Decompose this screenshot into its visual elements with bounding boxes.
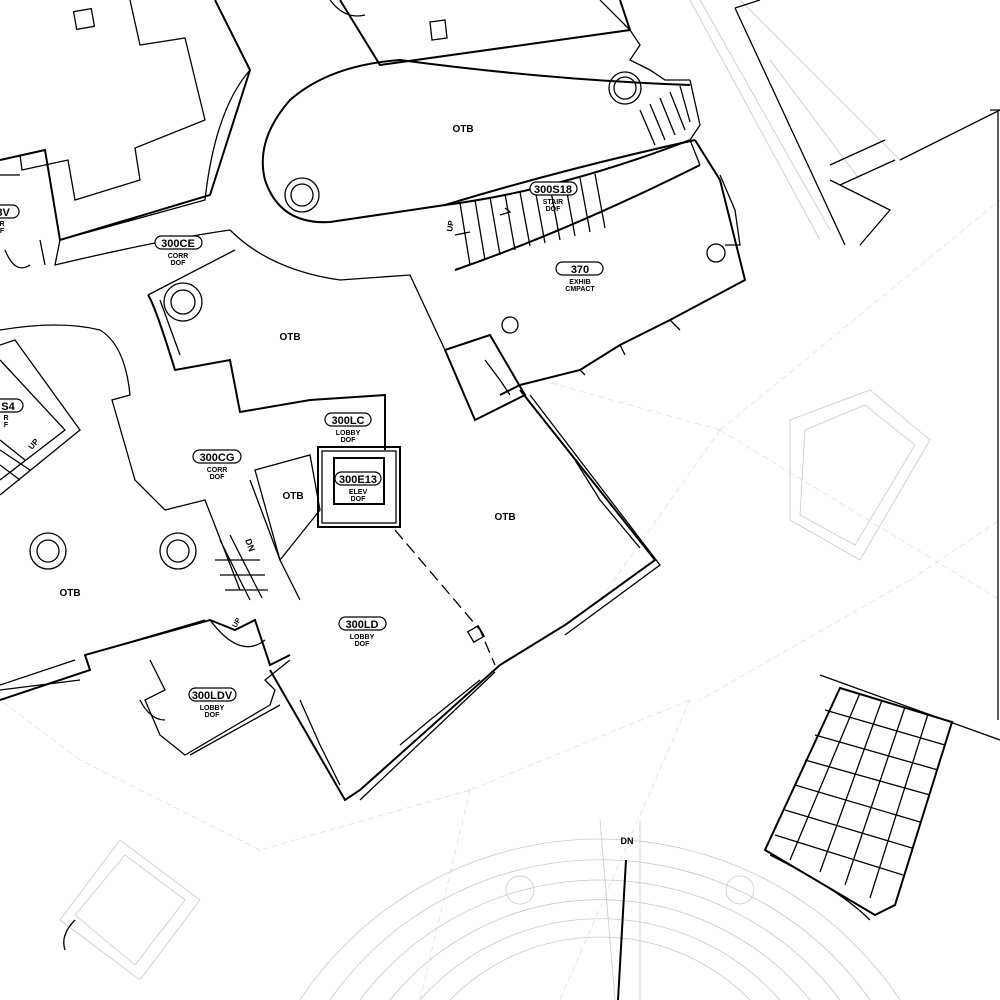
svg-text:370: 370: [571, 264, 589, 276]
svg-text:300S18: 300S18: [534, 184, 572, 196]
svg-text:DOF: DOF: [341, 437, 357, 444]
dn-label-side: DN: [243, 537, 257, 553]
svg-text:CORR: CORR: [207, 467, 228, 474]
otb-label: OTB: [452, 124, 473, 135]
dn-label-main: DN: [621, 836, 634, 846]
svg-text:LOBBY: LOBBY: [200, 705, 225, 712]
room-tag-300ldv[interactable]: 300LDV LOBBY DOF: [188, 687, 237, 719]
svg-text:CORR: CORR: [168, 253, 189, 260]
svg-text:LOBBY: LOBBY: [350, 634, 375, 641]
svg-text:DOF: DOF: [205, 712, 221, 719]
room-tag-300ld[interactable]: 300LD LOBBY DOF: [338, 616, 387, 648]
svg-text:300LC: 300LC: [331, 415, 364, 427]
svg-text:DOF: DOF: [546, 206, 562, 213]
svg-text:300LDV: 300LDV: [192, 690, 233, 702]
otb-oval-edge: [261, 58, 696, 224]
svg-text:STAIR: STAIR: [543, 199, 563, 206]
svg-text:300E13: 300E13: [339, 474, 377, 486]
stair-300s18: [444, 79, 701, 271]
svg-text:ELEV: ELEV: [349, 489, 368, 496]
elevator-300e13: [317, 446, 401, 528]
otb-label: OTB: [282, 491, 303, 502]
room-tag-300s18[interactable]: 300S18 STAIR DOF: [529, 181, 578, 213]
wall-north: [339, 0, 632, 67]
svg-text:300CG: 300CG: [200, 452, 235, 464]
svg-text:R: R: [3, 415, 8, 422]
svg-text:F: F: [4, 422, 9, 429]
up-label-stair: UP: [445, 219, 456, 232]
otb-label: OTB: [494, 512, 515, 523]
shaft: [443, 333, 527, 422]
svg-text:EXHIB: EXHIB: [569, 279, 590, 286]
otb-label: OTB: [279, 332, 300, 343]
svg-text:DOF: DOF: [171, 260, 187, 267]
svg-text:300LD: 300LD: [345, 619, 378, 631]
wall-northwest: [0, 0, 252, 242]
up-label-lobby: UP: [232, 617, 243, 629]
svg-text:DOF: DOF: [355, 641, 371, 648]
room-tag-s4-partial[interactable]: S4 R F: [0, 398, 24, 429]
exterior-detail: [829, 139, 896, 246]
svg-text:R: R: [0, 221, 5, 228]
room-tag-300e13[interactable]: 300E13 ELEV DOF: [334, 471, 382, 503]
wall-south-lobby: [0, 618, 291, 701]
svg-text:68V: 68V: [0, 207, 10, 219]
exterior-wall-east: [734, 0, 1000, 741]
room-tag-370[interactable]: 370 EXHIB CMPACT: [555, 261, 604, 293]
wall-room-370: [499, 139, 747, 396]
wall-otb-center: [147, 294, 386, 450]
wall-lobby-300ld: [269, 389, 657, 802]
room-tag-300cg[interactable]: 300CG CORR DOF: [192, 449, 242, 481]
room-tag-300lc[interactable]: 300LC LOBBY DOF: [324, 412, 372, 444]
svg-text:DOF: DOF: [351, 496, 367, 503]
skylight-grid: [763, 686, 954, 921]
room-tag-300ce[interactable]: 300CE CORR DOF: [154, 235, 203, 267]
room-tag-68v-partial[interactable]: 68V R F: [0, 204, 20, 235]
svg-text:DOF: DOF: [210, 474, 226, 481]
up-label-left: UP: [27, 436, 41, 451]
svg-text:CMPACT: CMPACT: [565, 286, 595, 293]
dn-arrow-line: [617, 859, 627, 1000]
svg-text:F: F: [0, 228, 5, 235]
svg-text:S4: S4: [1, 401, 15, 413]
otb-label: OTB: [59, 588, 80, 599]
svg-text:LOBBY: LOBBY: [336, 430, 361, 437]
svg-text:300CE: 300CE: [161, 238, 195, 250]
